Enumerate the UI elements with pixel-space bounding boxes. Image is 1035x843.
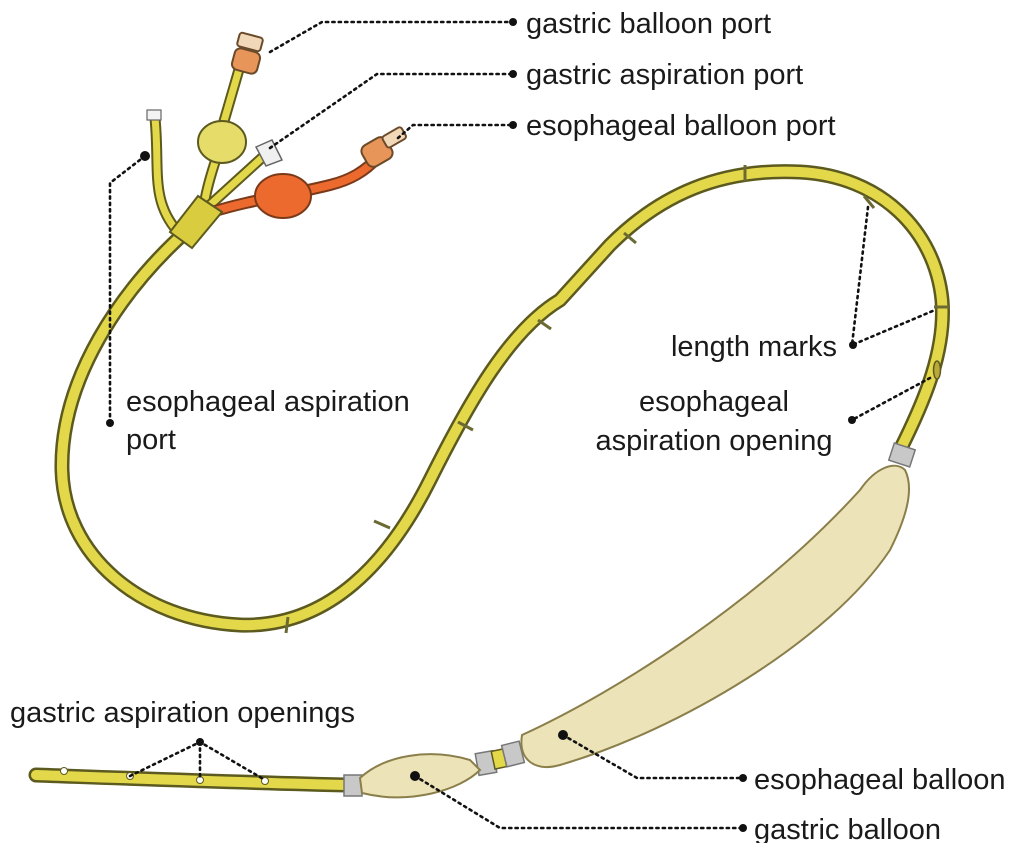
label-gastric-aspiration-openings: gastric aspiration openings [10, 697, 355, 729]
label-esophageal-aspiration-opening-line1: esophageal [639, 386, 789, 418]
leader-gastric-balloon [415, 776, 740, 828]
gastric-aspiration-opening [61, 768, 68, 775]
label-gastric-balloon-port: gastric balloon port [526, 8, 771, 40]
gastric-aspiration-opening [197, 777, 204, 784]
label-esophageal-balloon-port: esophageal balloon port [526, 110, 836, 142]
leader-esophageal-balloon-port [398, 125, 512, 138]
esophageal-balloon-shape [521, 466, 909, 767]
connector-band [889, 443, 915, 467]
label-gastric-aspiration-port: gastric aspiration port [526, 59, 803, 91]
label-esophageal-aspiration-port-line1: esophageal aspiration [126, 386, 410, 418]
label-length-marks: length marks [671, 331, 837, 363]
label-esophageal-balloon: esophageal balloon [754, 764, 1006, 796]
label-esophageal-aspiration-opening-line2: aspiration opening [595, 425, 832, 457]
length-mark [286, 617, 288, 633]
label-gastric-balloon: gastric balloon [754, 814, 941, 843]
distal-tube [36, 768, 350, 786]
leader-gastric-balloon-port [270, 22, 512, 52]
label-esophageal-aspiration-port-line2: port [126, 424, 176, 456]
gastric-balloon-shape [360, 754, 480, 797]
gastric-balloon-port [198, 32, 263, 200]
esophageal-aspiration-port [147, 110, 178, 232]
esophageal-aspiration-opening-slot [934, 361, 941, 379]
length-mark [374, 521, 390, 528]
